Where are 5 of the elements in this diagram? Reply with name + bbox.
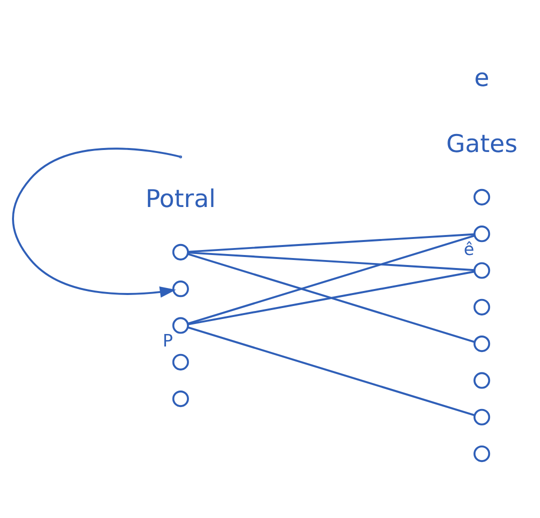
node-label: ê — [464, 239, 474, 260]
label: e — [474, 62, 490, 92]
node-label: P — [162, 331, 173, 351]
label: Potral — [146, 183, 216, 212]
label: Gates — [446, 128, 518, 158]
